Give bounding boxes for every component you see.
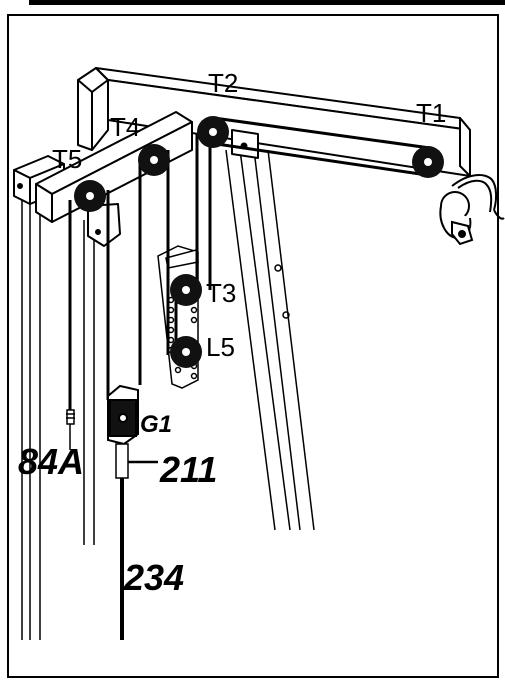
cable-end-84a [66, 409, 75, 450]
guide-block-g1 [107, 384, 139, 446]
cable [68, 116, 431, 412]
label-part-84a: 84A [18, 441, 84, 482]
pulley-t3 [170, 274, 202, 306]
swivel-clamp [439, 174, 505, 246]
sleeve-211 [115, 443, 158, 479]
label-t5: T5 [52, 144, 82, 174]
label-t3: T3 [206, 278, 236, 308]
main-upright-post [225, 149, 315, 531]
diagram-frame [7, 14, 499, 678]
left-upright-post [21, 190, 95, 640]
label-part-211: 211 [159, 449, 217, 490]
label-l5: L5 [206, 332, 235, 362]
pulley-t4 [138, 144, 170, 176]
pulley-t1 [412, 146, 444, 178]
label-g1: G1 [140, 411, 172, 438]
pulley-t2 [197, 116, 229, 148]
label-part-234: 234 [123, 557, 184, 598]
label-t2: T2 [208, 68, 238, 98]
label-t1: T1 [416, 98, 446, 128]
pulley-l5 [170, 336, 202, 368]
top-beam [77, 67, 471, 177]
top-rule [29, 0, 505, 5]
label-t4: T4 [110, 112, 140, 142]
pulley-t5 [74, 180, 106, 212]
